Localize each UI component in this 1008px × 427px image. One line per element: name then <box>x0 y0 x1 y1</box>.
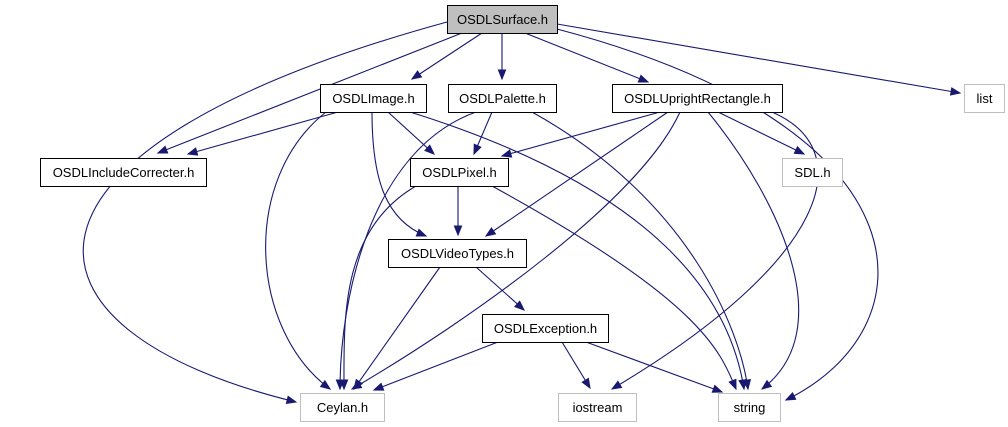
edges-layer <box>82 21 962 404</box>
node-osdlimage-box <box>320 84 427 113</box>
edge-osdlimage-to-osdlvideotypes <box>371 111 428 237</box>
node-ceylan: Ceylan.h <box>300 393 385 422</box>
node-list-label: list <box>977 91 993 106</box>
node-osdlexception-label: OSDLException.h <box>494 321 597 336</box>
node-osdlincludecorrecter[interactable]: OSDLIncludeCorrecter.h <box>40 158 207 187</box>
edge-osdlsurface-to-osdlpalette <box>497 33 507 81</box>
arrowhead <box>353 378 364 391</box>
node-osdluprightrectangle[interactable]: OSDLUprightRectangle.h <box>612 84 783 113</box>
node-osdlpalette-box <box>448 84 557 113</box>
arrowhead <box>473 143 482 156</box>
node-string-box <box>718 393 781 422</box>
node-list-box <box>964 84 1005 113</box>
node-iostream: iostream <box>558 393 637 422</box>
node-string: string <box>718 393 781 422</box>
node-osdlimage-label: OSDLImage.h <box>332 91 414 106</box>
edge-osdlimage-to-osdlpixel <box>387 111 435 155</box>
edge-osdlexception-to-iostream <box>561 341 591 390</box>
edge-osdlpalette-to-osdlpixel <box>473 111 493 156</box>
edge-osdluprightrectangle-to-sdl <box>717 111 806 155</box>
node-osdlexception[interactable]: OSDLException.h <box>482 314 609 343</box>
node-osdlpixel-box <box>410 158 509 187</box>
arrowhead <box>742 379 752 391</box>
edge-osdlsurface-to-string <box>556 28 879 401</box>
node-osdlvideotypes-label: OSDLVideoTypes.h <box>401 246 514 261</box>
edge-osdlsurface-to-osdlimage <box>410 32 483 80</box>
node-list: list <box>964 84 1005 113</box>
node-ceylan-label: Ceylan.h <box>317 400 368 415</box>
arrowhead <box>581 377 591 390</box>
edge-osdlsurface-to-osdluprightrectangle <box>524 32 650 83</box>
edge-osdlvideotypes-to-osdlexception <box>475 266 526 311</box>
node-osdlpalette-label: OSDLPalette.h <box>459 91 546 106</box>
edge-osdluprightrectangle-to-osdlpixel <box>500 111 661 158</box>
arrowhead <box>760 379 773 390</box>
arrowhead <box>637 74 650 83</box>
node-ceylan-box <box>300 393 385 422</box>
arrowhead <box>319 379 332 390</box>
arrowhead <box>156 145 169 154</box>
arrowhead <box>372 382 385 391</box>
edge-osdlpalette-to-string <box>531 111 752 391</box>
edge-osdlsurface-to-ceylan <box>82 21 448 404</box>
arrowhead <box>424 144 435 155</box>
node-osdlvideotypes[interactable]: OSDLVideoTypes.h <box>388 239 527 268</box>
node-osdlsurface[interactable]: OSDLSurface.h <box>447 5 558 34</box>
arrowhead <box>410 70 423 80</box>
node-string-label: string <box>734 400 766 415</box>
arrowhead <box>514 300 526 311</box>
node-osdlpalette[interactable]: OSDLPalette.h <box>448 84 557 113</box>
arrowhead <box>415 228 428 237</box>
node-sdl-label: SDL.h <box>794 165 830 180</box>
edge-osdlpixel-to-string <box>491 185 737 391</box>
edge-osdluprightrectangle-to-string <box>707 111 800 390</box>
edge-osdlexception-to-ceylan <box>372 341 499 391</box>
edge-osdlexception-to-string <box>585 341 724 393</box>
node-osdlsurface-label: OSDLSurface.h <box>457 12 548 27</box>
arrowhead <box>500 149 513 158</box>
arrowhead <box>784 391 797 401</box>
arrowhead <box>711 384 724 393</box>
arrowhead <box>728 378 737 391</box>
arrowhead <box>453 225 463 237</box>
node-osdlincludecorrecter-label: OSDLIncludeCorrecter.h <box>53 165 195 180</box>
edge-osdluprightrectangle-to-iostream <box>610 111 819 390</box>
edge-osdlimage-to-osdlincludecorrecter <box>186 111 339 156</box>
node-osdluprightrectangle-box <box>612 84 783 113</box>
edge-osdlvideotypes-to-ceylan <box>353 266 441 391</box>
node-osdlpixel-label: OSDLPixel.h <box>422 165 496 180</box>
arrowhead <box>610 380 623 390</box>
node-osdlsurface-box <box>447 5 558 34</box>
node-osdluprightrectangle-label: OSDLUprightRectangle.h <box>624 91 771 106</box>
arrowhead <box>497 69 507 81</box>
node-osdlvideotypes-box <box>388 239 527 268</box>
edge-osdlimage-to-ceylan <box>265 111 332 390</box>
node-osdlpixel[interactable]: OSDLPixel.h <box>410 158 509 187</box>
node-sdl: SDL.h <box>782 158 843 187</box>
edge-osdluprightrectangle-to-osdlvideotypes <box>484 111 669 237</box>
node-iostream-label: iostream <box>573 400 623 415</box>
edge-osdlsurface-to-osdlincludecorrecter <box>156 32 463 154</box>
arrowhead <box>285 395 298 404</box>
node-osdlincludecorrecter-box <box>40 158 207 187</box>
node-osdlimage[interactable]: OSDLImage.h <box>320 84 427 113</box>
node-osdlexception-box <box>482 314 609 343</box>
edge-osdlpixel-to-osdlvideotypes <box>453 186 463 237</box>
node-sdl-box <box>782 158 843 187</box>
arrowhead <box>484 227 497 237</box>
edge-osdlsurface-to-list <box>556 23 962 96</box>
edge-osdlpixel-to-ceylan <box>339 185 417 391</box>
arrowhead <box>793 145 806 155</box>
arrowhead <box>186 147 199 156</box>
node-iostream-box <box>558 393 637 422</box>
arrowhead <box>339 379 349 391</box>
arrowhead <box>949 87 962 96</box>
